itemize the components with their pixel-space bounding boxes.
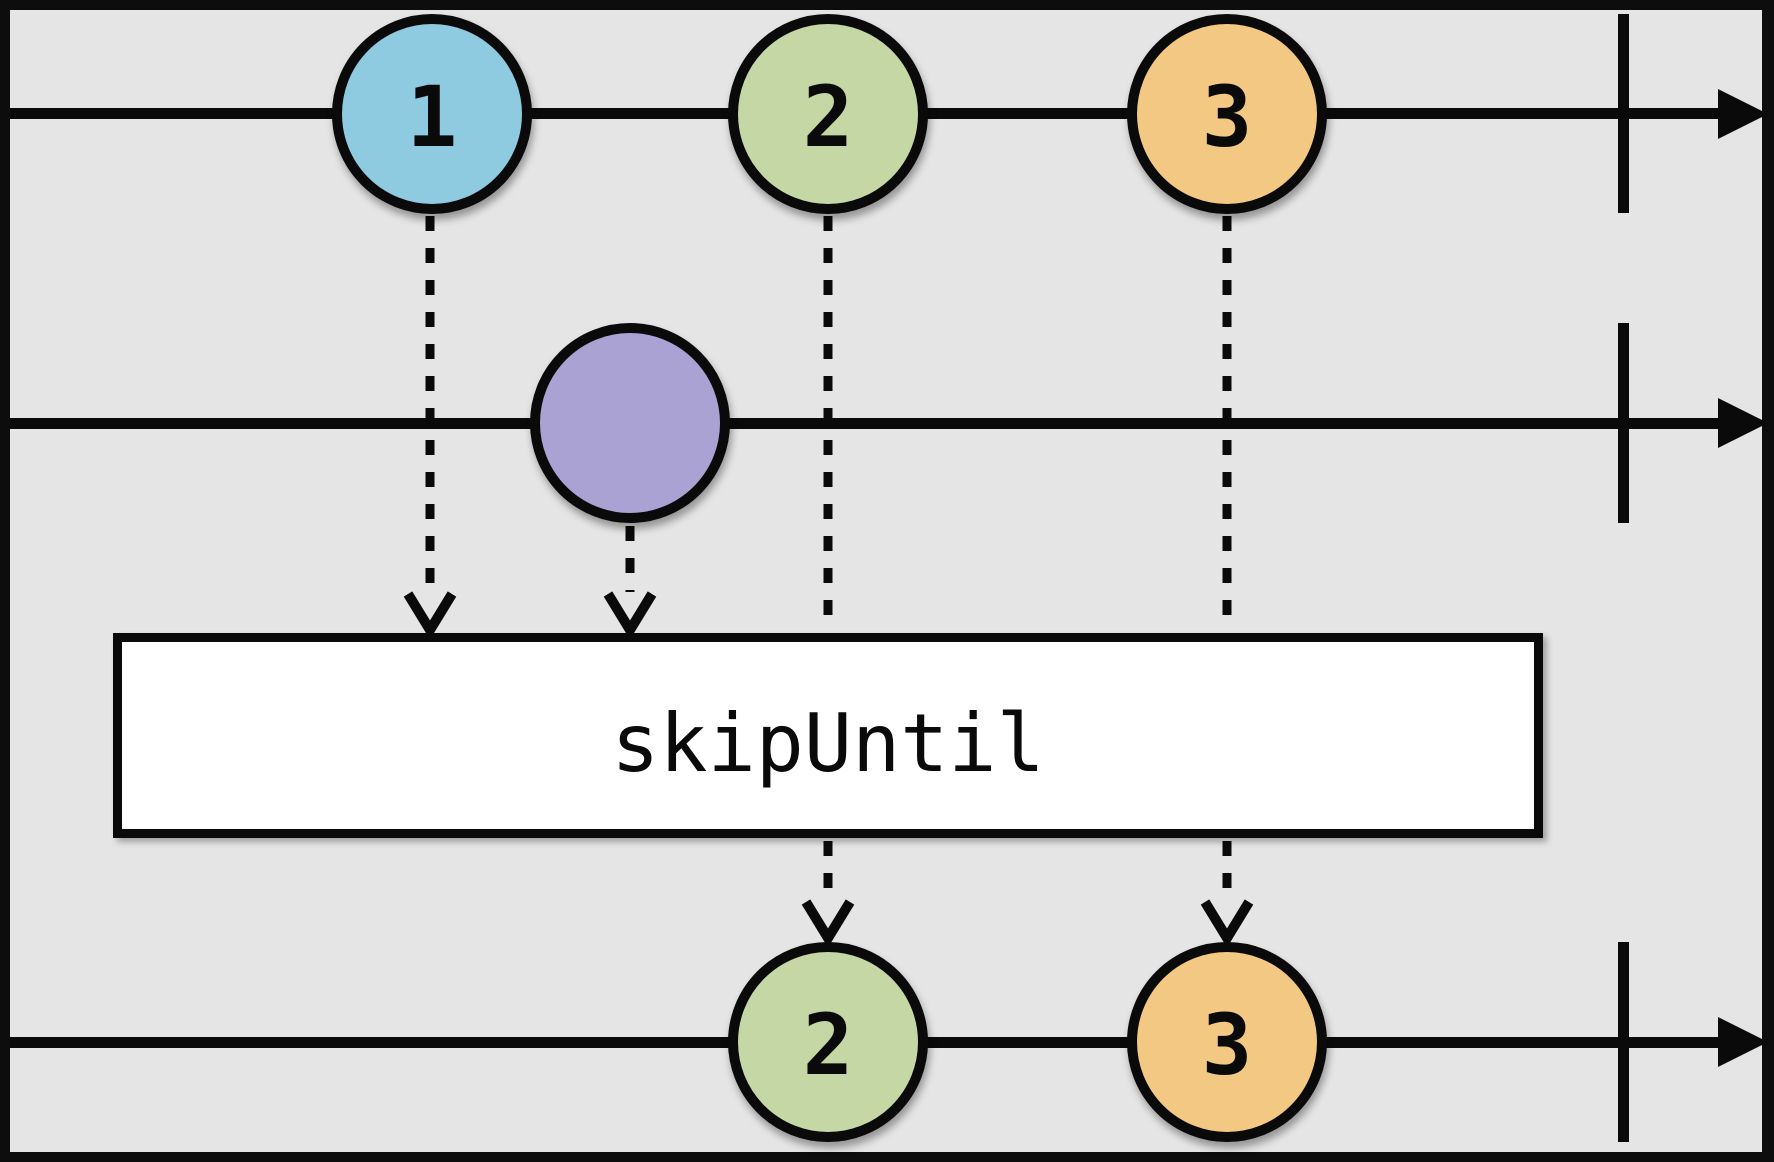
notifier-timeline-line (10, 418, 1722, 429)
marble-source-1-label: 1 (406, 68, 458, 166)
source-timeline-arrowhead-icon (1718, 89, 1768, 139)
source-complete-tick (1618, 14, 1629, 213)
operator-label: skipUntil (611, 696, 1045, 790)
output-complete-tick (1618, 942, 1629, 1142)
marble-source-2: 2 (728, 14, 928, 214)
marble-source-3: 3 (1127, 14, 1327, 214)
marble-source-1: 1 (332, 14, 532, 214)
operator-box: skipUntil (113, 633, 1543, 838)
notifier-timeline-arrowhead-icon (1718, 398, 1768, 448)
marble-source-3-label: 3 (1201, 68, 1253, 166)
marble-output-3: 3 (1127, 942, 1327, 1142)
marble-output-2-label: 2 (802, 996, 854, 1094)
notifier-complete-tick (1618, 323, 1629, 523)
marble-source-2-label: 2 (802, 68, 854, 166)
output-timeline-arrowhead-icon (1718, 1017, 1768, 1067)
marble-notifier (530, 323, 730, 523)
marble-output-3-label: 3 (1201, 996, 1253, 1094)
marble-output-2: 2 (728, 942, 928, 1142)
